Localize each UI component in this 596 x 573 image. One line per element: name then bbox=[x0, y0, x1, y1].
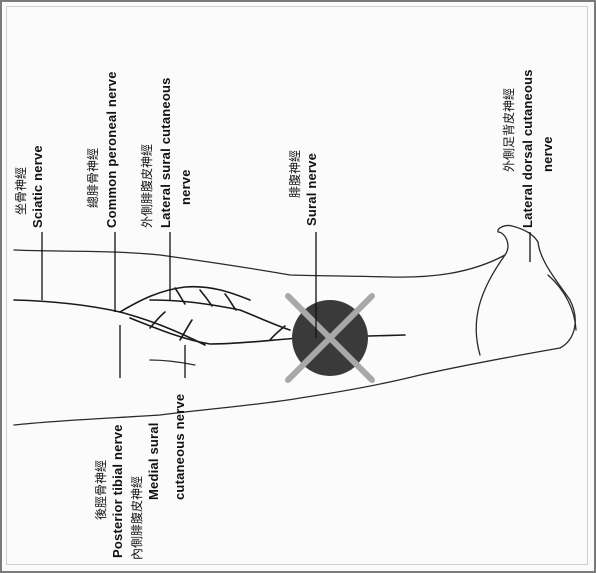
sciatic-label-en: Sciatic nerve bbox=[30, 145, 45, 228]
medial-sural-label-en1: Medial sural bbox=[146, 422, 161, 500]
knee-line bbox=[150, 360, 195, 365]
posterior-tibial-label-en: Posterior tibial nerve bbox=[110, 424, 125, 558]
branch-6 bbox=[270, 326, 285, 340]
leg-outline-left bbox=[14, 225, 538, 277]
lateral-dorsal-label-en1: Lateral dorsal cutaneous bbox=[520, 69, 535, 228]
lateral-sural-label-zh: 外側腓腹皮神經 bbox=[138, 144, 155, 228]
common-peroneal-label-zh: 總腓骨神經 bbox=[84, 148, 101, 208]
lateral-dorsal-label-zh: 外側足背皮神經 bbox=[500, 88, 517, 172]
sciatic-label-zh: 坐骨神經 bbox=[12, 167, 29, 215]
lateral-sural-label-en2: nerve bbox=[178, 169, 193, 205]
sural-label-zh: 腓腹神經 bbox=[286, 150, 303, 198]
sural-label-en: Sural nerve bbox=[304, 153, 319, 226]
heel-curve bbox=[476, 255, 505, 355]
lateral-dorsal-label-en2: nerve bbox=[540, 136, 555, 172]
medial-sural-label-zh: 內側腓腹皮神經 bbox=[128, 476, 145, 560]
lateral-sural-label-en1: Lateral sural cutaneous bbox=[158, 77, 173, 228]
common-peroneal-label-en: Common peroneal nerve bbox=[104, 71, 119, 228]
lateral-sural-nerve bbox=[150, 300, 290, 330]
medial-sural-label-en2: cutaneous nerve bbox=[172, 394, 187, 500]
sciatic-nerve bbox=[14, 300, 120, 312]
posterior-tibial-label-zh: 後脛骨神經 bbox=[92, 460, 109, 520]
